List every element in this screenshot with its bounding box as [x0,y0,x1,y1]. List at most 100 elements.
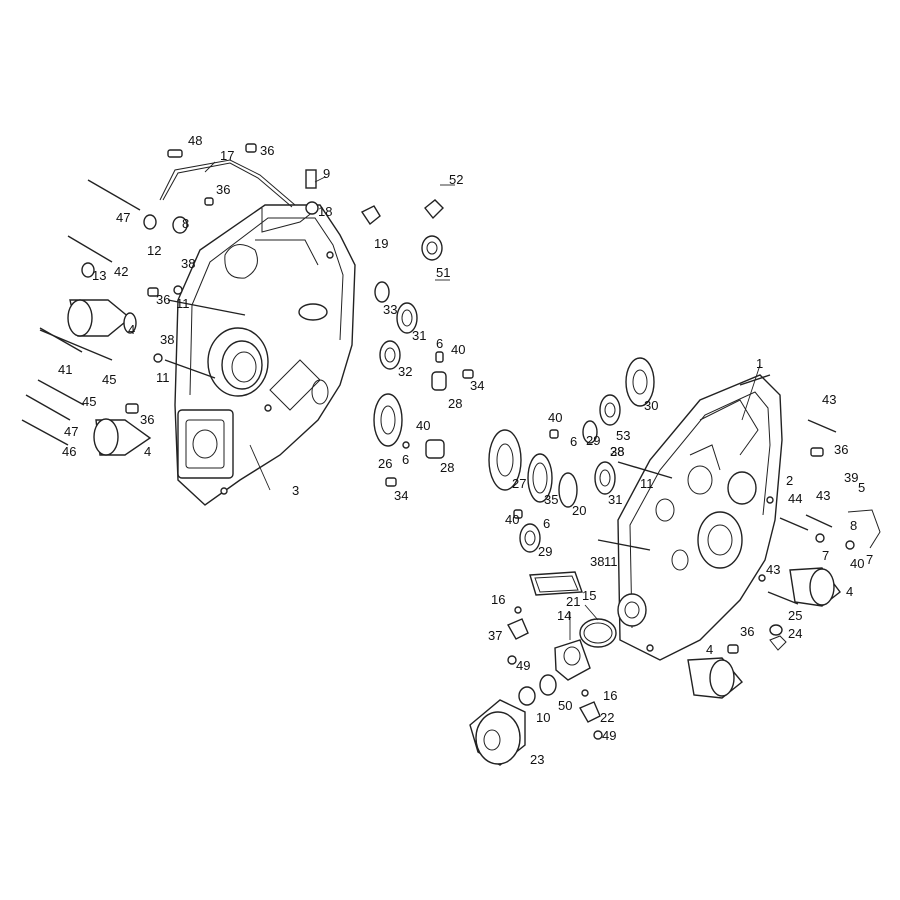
callout-6d: 6 [543,516,550,531]
callout-40b: 40 [416,418,430,433]
callout-46: 46 [62,444,76,459]
callout-27: 27 [512,476,526,491]
oil-pipe-left [159,159,296,206]
callout-20: 20 [572,503,586,518]
callout-23: 23 [530,752,544,767]
callout-52: 52 [449,172,463,187]
callout-13: 13 [92,268,106,283]
callout-1: 1 [756,356,763,371]
oil-pipe-right [847,509,881,549]
callout-28: 28 [448,396,462,411]
callout-36: 36 [260,143,274,158]
callout-40d: 40 [505,512,519,527]
callout-36c: 36 [156,292,170,307]
callout-38b: 38 [160,332,174,347]
callout-33: 33 [383,302,397,317]
callout-4: 4 [128,322,135,337]
callout-16b: 16 [603,688,617,703]
callout-41: 41 [58,362,72,377]
callout-22: 22 [600,710,614,725]
left-bolts [21,179,246,446]
callout-31b: 31 [608,492,622,507]
callout-11b: 11 [156,370,170,385]
callout-8b: 8 [850,518,857,533]
callout-36d: 36 [140,412,154,427]
left-bearings [67,281,474,487]
callout-11d: 11 [640,476,654,491]
left-small-parts [81,143,444,414]
callout-6: 6 [436,336,443,351]
callout-5: 5 [858,480,865,495]
callout-29b: 29 [538,544,552,559]
callout-50: 50 [558,698,572,713]
callout-45: 45 [102,372,116,387]
callout-36f: 36 [740,624,754,639]
callout-4b: 4 [144,444,151,459]
callout-49b: 49 [602,728,616,743]
callout-14: 14 [557,608,571,623]
callout-32: 32 [398,364,412,379]
callout-24: 24 [788,626,802,641]
callout-37: 37 [488,628,502,643]
callout-43b: 43 [816,488,830,503]
callout-40e: 40 [850,556,864,571]
callout-15: 15 [582,588,596,603]
callout-labels: 1 2 3 4 4 4 4 5 6 6 6 6 7 7 8 8 9 10 11 … [58,133,873,767]
callout-30: 30 [644,398,658,413]
callout-28b: 28 [440,460,454,475]
callout-34: 34 [470,378,484,393]
callout-7b: 7 [866,552,873,567]
left-crankcase-half [174,204,356,506]
callout-43c: 43 [766,562,780,577]
callout-8: 8 [182,216,189,231]
callout-49: 49 [516,658,530,673]
callout-38d: 38 [590,554,604,569]
callout-48: 48 [188,133,202,148]
callout-6b: 6 [402,452,409,467]
callout-16: 16 [491,592,505,607]
callout-4d: 4 [706,642,713,657]
callout-7: 7 [822,548,829,563]
oil-filter-assembly [469,571,617,766]
callout-45b: 45 [82,394,96,409]
callout-43: 43 [822,392,836,407]
callout-38c: 38 [610,444,624,459]
right-crankcase-half [617,374,783,661]
callout-31: 31 [412,328,426,343]
callout-47b: 47 [64,424,78,439]
callout-18: 18 [318,204,332,219]
callout-53: 53 [616,428,630,443]
leader-lines [204,161,761,640]
callout-2: 2 [786,473,793,488]
callout-3: 3 [292,483,299,498]
callout-19: 19 [374,236,388,251]
callout-36e: 36 [834,442,848,457]
callout-12: 12 [147,243,161,258]
callout-26: 26 [378,456,392,471]
callout-28c: 28 [610,444,624,459]
callout-17: 17 [220,148,234,163]
callout-25: 25 [788,608,802,623]
callout-9: 9 [323,166,330,181]
right-shafts [687,533,855,699]
callout-40c: 40 [548,410,562,425]
callout-47: 47 [116,210,130,225]
callout-34b: 34 [394,488,408,503]
callout-38: 38 [181,256,195,271]
callout-36b: 36 [216,182,230,197]
callout-39: 39 [844,470,858,485]
callout-44: 44 [788,491,802,506]
callout-51: 51 [436,265,450,280]
callout-6c: 6 [570,434,577,449]
callout-4c: 4 [846,584,853,599]
callout-21: 21 [566,594,580,609]
callout-35: 35 [544,492,558,507]
callout-11c: 11 [604,554,618,569]
callout-42: 42 [114,264,128,279]
callout-11: 11 [176,296,190,311]
callout-29: 29 [586,433,600,448]
callout-10: 10 [536,710,550,725]
callout-40: 40 [451,342,465,357]
